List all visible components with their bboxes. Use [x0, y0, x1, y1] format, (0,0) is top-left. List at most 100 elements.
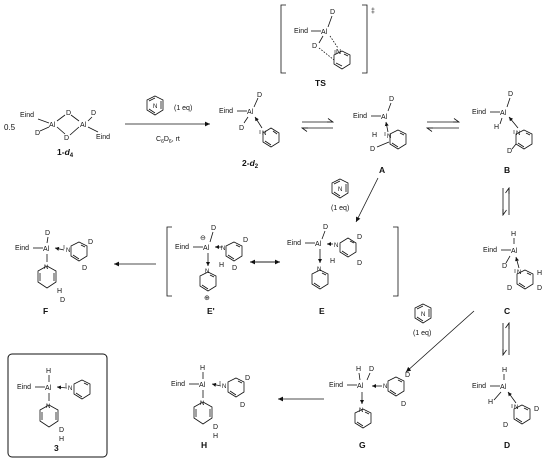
a-al: Al [381, 114, 388, 121]
label-b: B [504, 165, 510, 175]
c-h-top: H [511, 231, 516, 238]
ts-eind: Eind [294, 28, 308, 35]
2d2-al: Al [247, 109, 254, 116]
1d4-d-bridge-bottom: D [64, 135, 69, 142]
label-3: 3 [54, 443, 59, 453]
h-n-dhp: N [200, 401, 204, 407]
d-h-left: H [488, 399, 493, 406]
d-h-top: H [502, 367, 507, 374]
c-d-al: D [502, 263, 507, 270]
f-d-dhp: D [60, 297, 65, 304]
f-h-1: H [57, 288, 62, 295]
label-f: F [43, 306, 48, 316]
3-h-dhp: H [59, 436, 64, 443]
2d2-eind: Eind [219, 108, 233, 115]
compound-2-d2: Eind Al D D N 2-d2 [219, 92, 280, 170]
eprime-al: Al [203, 245, 210, 252]
intermediate-a: Eind Al D N H D A [353, 96, 407, 175]
label-d: D [504, 440, 510, 450]
arrow-A-to-E [355, 177, 379, 223]
label-c: C [504, 306, 510, 316]
ts-al: Al [321, 29, 328, 36]
3-n-dhp: N [46, 404, 50, 410]
h-d-pyr-2: D [240, 402, 245, 409]
transition-state-ts: ‡ Eind Al D D N TS [280, 4, 375, 88]
label-1-d4: 1-d4 [57, 147, 74, 159]
reagent-pyridine-step-2: N (1 eq) [331, 177, 379, 223]
e-al: Al [315, 241, 322, 248]
f-d-pyr-2: D [82, 265, 87, 272]
2d2-d-top: D [257, 92, 262, 99]
eprime-minus: ⊖ [200, 235, 206, 242]
label-e-prime: E' [207, 306, 215, 316]
b-eind: Eind [472, 109, 486, 116]
intermediate-h: Eind Al H N D D N D H H [171, 365, 250, 450]
h-h-dhp: H [213, 433, 218, 440]
ts-double-dagger: ‡ [371, 8, 375, 15]
d-eind: Eind [472, 383, 486, 390]
1d4-eind-right: Eind [96, 134, 110, 141]
c-d-ring: D [507, 285, 512, 292]
g-d-ring-2: D [401, 401, 406, 408]
intermediate-c: Eind Al H D N D H D C [483, 231, 542, 316]
label-g: G [359, 440, 366, 450]
ts-d-top: D [330, 9, 335, 16]
d-d-ring-right: D [534, 406, 539, 413]
h-d-dhp: D [213, 424, 218, 431]
c-eind: Eind [483, 247, 497, 254]
g-al: Al [357, 383, 364, 390]
h-eind: Eind [171, 381, 185, 388]
h-n-pyridine: N [222, 384, 226, 390]
eprime-plus: ⊕ [204, 295, 210, 302]
e-d-top: D [323, 224, 328, 231]
a-d-top: D [389, 96, 394, 103]
g-d-ring-1: D [405, 372, 410, 379]
h-d-pyr-1: D [245, 375, 250, 382]
ts-d-bridge: D [312, 43, 317, 50]
a-h: H [372, 132, 377, 139]
label-a: A [379, 165, 385, 175]
intermediate-e: Eind Al D N D H D N E [287, 224, 362, 316]
equilibrium-B-C [502, 188, 510, 215]
f-d-pyr-1: D [88, 239, 93, 246]
product-f: Eind Al D N D D N H D F [15, 230, 93, 316]
label-h: H [201, 440, 207, 450]
equilibrium-C-D [502, 323, 510, 355]
arrow-C-to-G [405, 310, 475, 373]
2d2-d-bottom: D [239, 125, 244, 132]
c-h-ring: H [537, 270, 542, 277]
3-n-pyridine: N [68, 386, 72, 392]
intermediate-b: Eind Al D H N D B [472, 91, 533, 175]
c-d-ring-2: D [537, 285, 542, 292]
1d4-al-left: Al [49, 122, 56, 129]
eprime-eind: Eind [175, 244, 189, 251]
solvent-condition: C6D6, rt [156, 136, 180, 145]
d-al: Al [500, 384, 507, 391]
b-n: N [516, 131, 520, 137]
reagent-pyridine-step-3: N (1 eq) [405, 303, 475, 373]
reagent-pyridine-step-1: N (1 eq) C6D6, rt [125, 95, 210, 145]
reagent-n-3: N [421, 312, 425, 318]
b-al: Al [500, 110, 507, 117]
g-n-pyr: N [359, 408, 363, 414]
g-d-top: D [369, 366, 374, 373]
d-d-ring-left: D [503, 422, 508, 429]
intermediate-e-prime: Eind Al ⊖ D N D H D N ⊕ E' [175, 225, 248, 316]
e-n-ring: N [334, 243, 338, 249]
3-d-dhp: D [59, 427, 64, 434]
e-d-ring-bottom: D [357, 260, 362, 267]
a-n: N [387, 134, 391, 140]
1d4-al-right: Al [80, 122, 87, 129]
product-3-box: Eind Al H N N D H 3 [7, 353, 108, 458]
reagent-n: N [153, 104, 157, 110]
a-d-ring: D [370, 146, 375, 153]
2d2-n: N [262, 131, 266, 137]
3-eind: Eind [17, 384, 31, 391]
f-al: Al [43, 246, 50, 253]
e-d-ring-top: D [357, 234, 362, 241]
a-eind: Eind [353, 113, 367, 120]
1d4-d-right: D [91, 110, 96, 117]
c-al: Al [511, 248, 518, 255]
label-e: E [319, 306, 325, 316]
